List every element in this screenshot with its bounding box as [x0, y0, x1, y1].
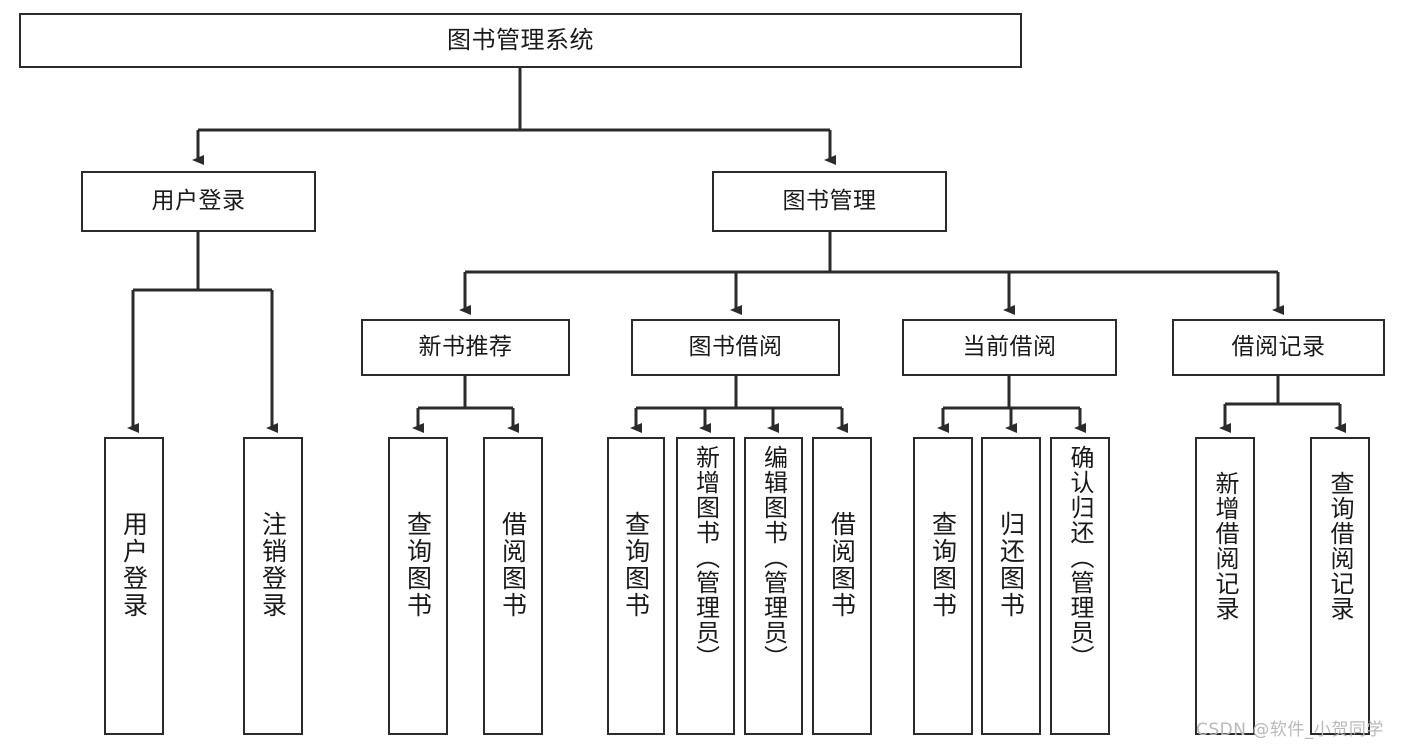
node-book-borrow[interactable]: 图书借阅 — [631, 319, 840, 376]
node-user-login-label: 用户登录 — [151, 187, 246, 214]
node-leaf-add-record-label: 新增借阅记录 — [1211, 471, 1239, 621]
node-leaf-confirm-return[interactable]: 确认归还（管理员） — [1050, 437, 1110, 735]
node-leaf-borrow-book-2-label: 借阅图书 — [827, 511, 857, 619]
node-leaf-add-record[interactable]: 新增借阅记录 — [1195, 437, 1255, 735]
node-book-borrow-label: 图书借阅 — [688, 333, 783, 360]
node-root[interactable]: 图书管理系统 — [19, 13, 1022, 68]
node-leaf-query-book-3-label: 查询图书 — [928, 511, 958, 619]
node-leaf-confirm-return-label: 确认归还（管理员） — [1066, 445, 1094, 670]
node-leaf-user-login[interactable]: 用户登录 — [104, 437, 164, 735]
node-book-manage-label: 图书管理 — [782, 187, 877, 214]
csdn-watermark: CSDN @软件_小贺同学 — [1196, 720, 1384, 740]
node-leaf-borrow-book-1[interactable]: 借阅图书 — [483, 437, 543, 735]
node-leaf-query-book-2[interactable]: 查询图书 — [607, 437, 665, 735]
node-user-login[interactable]: 用户登录 — [81, 171, 316, 232]
node-current-borrow[interactable]: 当前借阅 — [902, 319, 1117, 376]
node-leaf-add-book-label: 新增图书（管理员） — [691, 445, 720, 670]
node-leaf-return-book-label: 归还图书 — [996, 511, 1026, 619]
node-leaf-query-book-1[interactable]: 查询图书 — [388, 437, 448, 735]
node-leaf-query-book-1-label: 查询图书 — [403, 511, 433, 619]
node-leaf-query-record[interactable]: 查询借阅记录 — [1310, 437, 1370, 735]
node-new-book-rec[interactable]: 新书推荐 — [361, 319, 570, 376]
node-leaf-user-login-label: 用户登录 — [119, 511, 149, 619]
node-leaf-query-record-label: 查询借阅记录 — [1326, 471, 1354, 621]
node-borrow-record-label: 借阅记录 — [1231, 333, 1326, 360]
node-leaf-logout-label: 注销登录 — [258, 511, 288, 619]
node-leaf-borrow-book-2[interactable]: 借阅图书 — [812, 437, 872, 735]
node-leaf-borrow-book-1-label: 借阅图书 — [498, 511, 528, 619]
node-current-borrow-label: 当前借阅 — [962, 333, 1057, 360]
node-leaf-add-book[interactable]: 新增图书（管理员） — [676, 437, 735, 735]
node-leaf-query-book-2-label: 查询图书 — [621, 511, 651, 619]
node-book-manage[interactable]: 图书管理 — [712, 171, 947, 232]
node-leaf-query-book-3[interactable]: 查询图书 — [913, 437, 973, 735]
node-leaf-return-book[interactable]: 归还图书 — [981, 437, 1041, 735]
node-borrow-record[interactable]: 借阅记录 — [1172, 319, 1385, 376]
node-root-label: 图书管理系统 — [447, 26, 594, 55]
node-leaf-logout[interactable]: 注销登录 — [243, 437, 303, 735]
node-leaf-edit-book-label: 编辑图书（管理员） — [759, 445, 788, 670]
node-new-book-rec-label: 新书推荐 — [418, 333, 513, 360]
node-leaf-edit-book[interactable]: 编辑图书（管理员） — [744, 437, 803, 735]
